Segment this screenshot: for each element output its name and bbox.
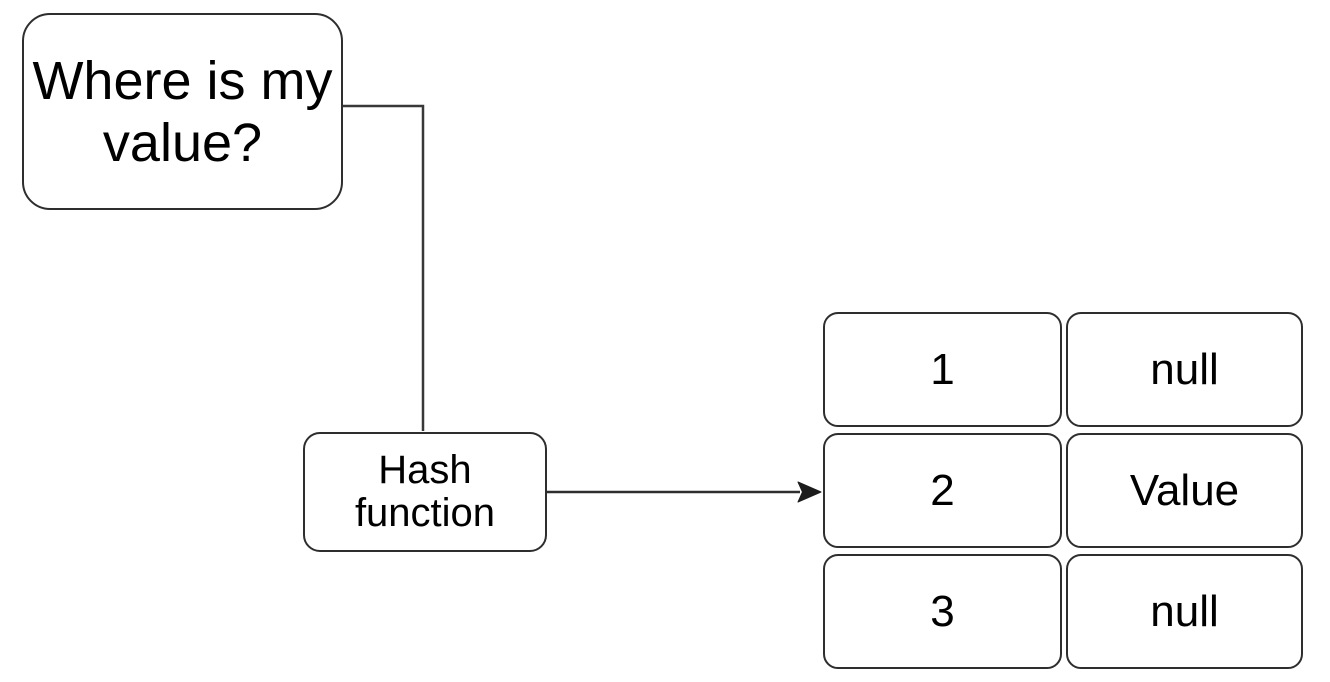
hash-table-value-cell-1: null (1066, 312, 1303, 427)
hash-function-label: Hash function (354, 448, 496, 535)
elbow-connector-line (343, 104, 425, 431)
arrowhead-icon (797, 481, 822, 503)
key-label: 2 (930, 465, 955, 515)
key-label: 3 (930, 586, 955, 636)
query-box-label: Where is my value? (32, 50, 333, 173)
hash-table-key-cell-2: 2 (823, 433, 1062, 548)
key-label: 1 (930, 344, 955, 394)
value-label: null (1150, 344, 1219, 394)
value-label: Value (1129, 465, 1240, 515)
hash-table-value-cell-3: null (1066, 554, 1303, 669)
query-box: Where is my value? (22, 13, 343, 210)
hash-table-key-cell-1: 1 (823, 312, 1062, 427)
value-label: null (1150, 586, 1219, 636)
hash-table-key-cell-3: 3 (823, 554, 1062, 669)
hash-function-box: Hash function (303, 432, 547, 552)
hash-table-value-cell-2: Value (1066, 433, 1303, 548)
